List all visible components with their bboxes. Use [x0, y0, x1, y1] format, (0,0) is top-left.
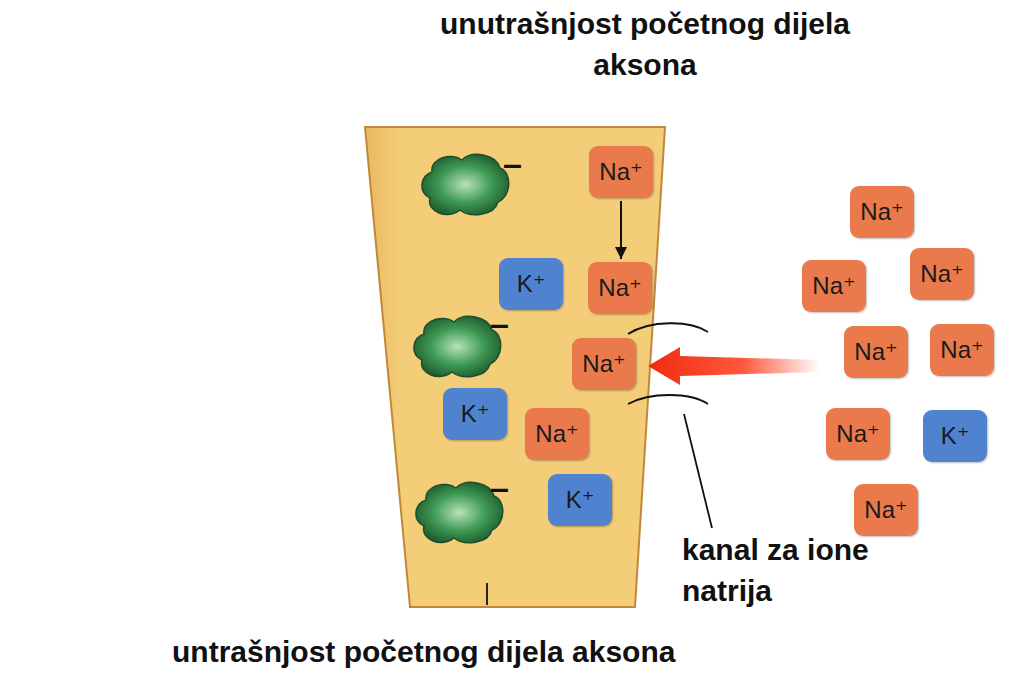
arrow-head	[615, 247, 627, 259]
ion-label: Na⁺	[598, 274, 641, 302]
axon-body	[365, 127, 665, 607]
inflow-arrow	[648, 347, 820, 385]
ion-label: Na⁺	[920, 260, 963, 288]
movement-arrow	[615, 201, 627, 259]
ion-label: Na⁺	[860, 198, 903, 226]
sodium-ion: Na⁺	[525, 408, 589, 460]
ion-label: K⁺	[517, 270, 546, 298]
ion-label: Na⁺	[582, 350, 625, 378]
sodium-ion: Na⁺	[910, 248, 974, 300]
charge-sign: –	[503, 146, 533, 180]
ion-label: K⁺	[461, 400, 490, 428]
sodium-ion: Na⁺	[802, 260, 866, 312]
potassium-ion: K⁺	[548, 474, 612, 526]
ion-label: K⁺	[566, 486, 595, 514]
ion-label: Na⁺	[812, 272, 855, 300]
potassium-ion: K⁺	[443, 388, 507, 440]
sodium-ion: Na⁺	[572, 338, 636, 390]
diagram-title: unutrašnjost početnog dijela aksona	[435, 4, 855, 85]
potassium-ion: K⁺	[923, 410, 987, 462]
sodium-ion: Na⁺	[844, 326, 908, 378]
potassium-ion: K⁺	[499, 258, 563, 310]
text-label: kanal za ione natrija	[682, 530, 892, 611]
ion-label: Na⁺	[864, 496, 907, 524]
ion-label: K⁺	[941, 422, 970, 450]
sodium-ion: Na⁺	[589, 146, 653, 198]
ion-label: Na⁺	[599, 158, 642, 186]
ion-label: Na⁺	[836, 420, 879, 448]
sodium-ion: Na⁺	[850, 186, 914, 238]
leader-line	[486, 583, 488, 605]
leader-line	[684, 414, 712, 528]
sodium-ion: Na⁺	[826, 408, 890, 460]
text-label: untrašnjost početnog dijela aksona	[172, 632, 872, 673]
sodium-ion: Na⁺	[854, 484, 918, 536]
sodium-ion: Na⁺	[930, 324, 994, 376]
ion-label: Na⁺	[940, 336, 983, 364]
charge-sign: –	[490, 306, 520, 340]
sodium-ion: Na⁺	[588, 262, 652, 314]
ion-label: Na⁺	[854, 338, 897, 366]
ion-label: Na⁺	[535, 420, 578, 448]
charge-sign: –	[490, 470, 520, 504]
